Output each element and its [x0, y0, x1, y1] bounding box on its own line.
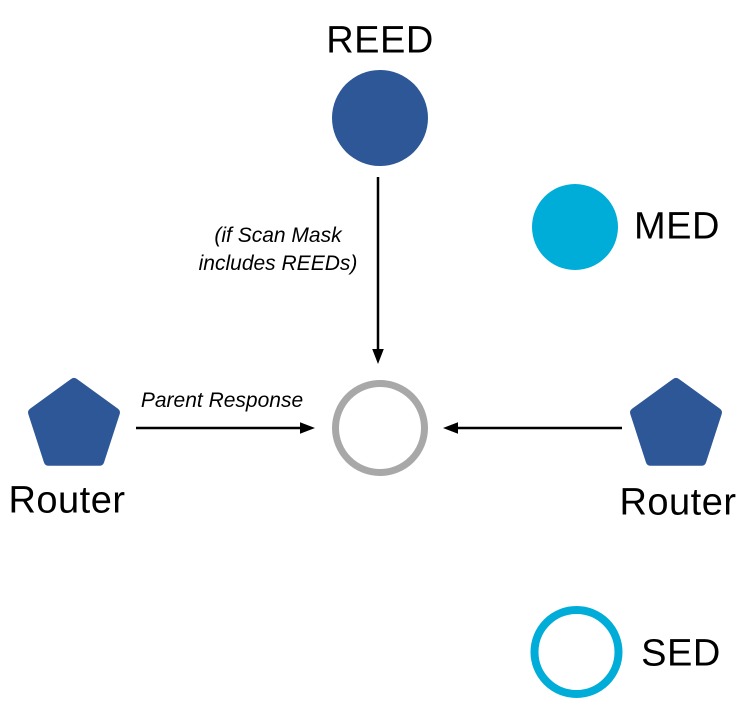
parent-response-label: Parent Response — [140, 389, 304, 412]
reed-node-circle — [332, 70, 428, 166]
joiner-node-circle — [332, 380, 428, 476]
down-arrowhead-icon — [372, 349, 384, 364]
reed-to-joiner-arrow — [372, 177, 384, 364]
router-left-pentagon — [28, 378, 120, 466]
router-left-label: Router — [8, 479, 126, 522]
scan-mask-note-line1: (if Scan Mask — [214, 224, 342, 247]
med-node-circle — [532, 184, 618, 270]
router-right-label: Router — [619, 481, 737, 524]
router-right-pentagon — [630, 378, 722, 466]
sed-node-label: SED — [641, 632, 721, 675]
reed-node-label: REED — [326, 19, 434, 62]
sed-node-circle — [530, 606, 623, 698]
router-right-to-joiner-arrow — [443, 422, 622, 434]
scan-mask-note-line2: includes REEDs) — [198, 252, 358, 275]
left-arrowhead-icon — [443, 422, 458, 434]
scan-mask-note: (if Scan Mask includes REEDs) — [199, 222, 358, 278]
med-node-label: MED — [634, 205, 720, 248]
right-arrowhead-icon — [300, 422, 315, 434]
router-left-to-joiner-arrow — [136, 422, 315, 434]
